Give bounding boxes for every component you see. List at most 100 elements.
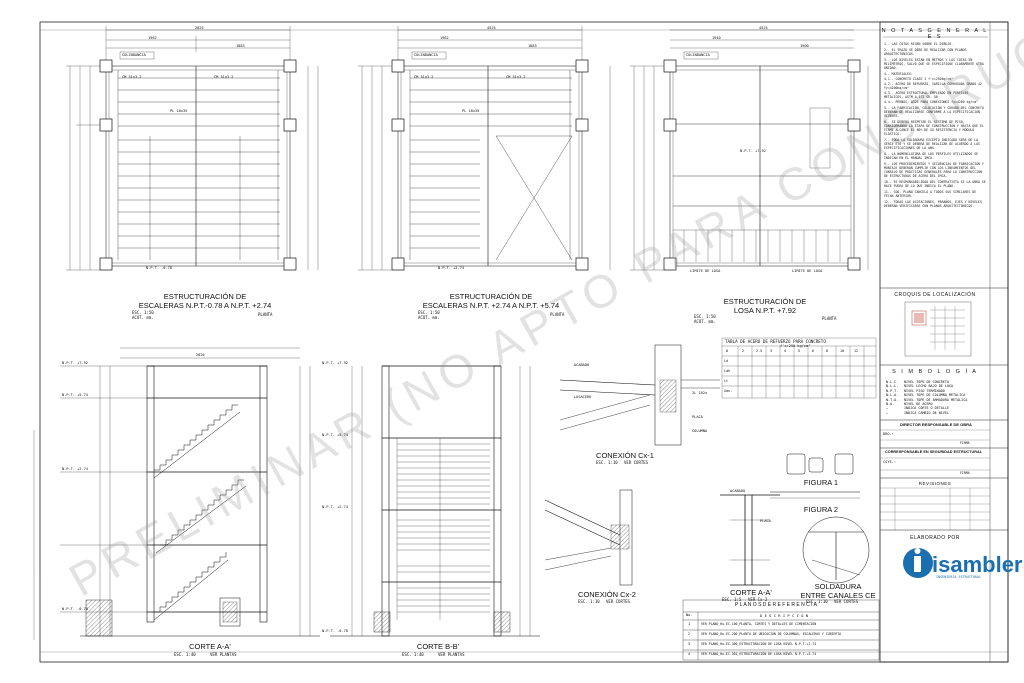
limite-losa-label: LIMITE DE LOSA	[792, 269, 823, 273]
plan-2-title: ESTRUCTURACIÓN DE ESCALERAS N.P.T. +2.74…	[406, 292, 576, 310]
detail-corte-aa	[720, 494, 780, 586]
plan-1-scale: ESC. 1:50	[132, 310, 154, 315]
note-item: 9.- LOS PROCEDIMIENTOS Y SECUENCIAS DE F…	[884, 162, 984, 178]
revisiones-title: REVISIONES	[918, 481, 952, 486]
simbologia-code: N.P.T.	[886, 388, 899, 393]
croquis-map	[904, 301, 972, 357]
simbologia-code: —	[886, 406, 889, 411]
simbologia-desc: NIVEL LECHO BAJO DE LOSA	[904, 384, 953, 389]
dim-label: 1883	[528, 44, 537, 48]
company-name: isambler	[932, 552, 1023, 577]
plan-1-title-line1: ESTRUCTURACIÓN DE	[163, 292, 247, 301]
detail-cx1-ref: VER CORTES	[624, 460, 649, 465]
detail-label: 2L 102x	[692, 391, 708, 395]
note-item: 2.- EL TRAZO SE DEBE DE REALIZAR CON PLA…	[884, 48, 967, 56]
simbologia-code: N.L.A.	[886, 393, 899, 398]
corresponsable-name: CSYE.:	[883, 460, 896, 464]
detail-soldadura	[802, 516, 870, 584]
simbologia-desc: NIVEL TOPE DE CONCRETO	[904, 380, 949, 384]
colindancia-label: COLINDANCIA	[122, 53, 146, 57]
title-block	[879, 21, 1009, 663]
simbologia-code: —	[886, 410, 889, 415]
note-item: 4.3.- ACERO ESTRUCTURAL EMPLEADO EN PERF…	[884, 91, 969, 99]
simbologia-item: N.T.A. NIVEL TOPE DE ARMADURA METÁLICA	[886, 398, 986, 402]
notes-list: 1.- LAS COTAS RIGEN SOBRE EL DIBUJO. 2.-…	[884, 42, 986, 210]
detail-corte-ref: VER Cx-2	[748, 597, 768, 602]
section-b	[330, 365, 540, 637]
reference-plans-grid	[682, 599, 880, 661]
note-item: 4.1.- CONCRETO CLASE I f'c=250kg/cm²	[884, 77, 954, 81]
detail-label: LOSACERO	[574, 395, 592, 399]
dim-label: 2825	[195, 26, 204, 30]
reference-plans-title: P L A N O S D E R E F E R E N C I A	[735, 602, 817, 608]
member-label: CM 51x3.2	[122, 75, 142, 79]
detail-cx1-title: CONEXIÓN Cx-1	[596, 451, 654, 460]
simbologia-item: — INDICA CAMBIO DE NIVEL	[886, 411, 986, 415]
detail-label: PLACA	[760, 519, 771, 523]
detail-cx2-title: CONEXIÓN Cx-2	[578, 590, 636, 599]
simbologia-code: N.L.C.	[886, 380, 899, 384]
member-label: PL 18x35	[462, 109, 480, 113]
detail-label: COLUMNA	[692, 429, 708, 433]
rebar-table-grid	[721, 337, 877, 399]
detail-cx2-ref: VER CORTES	[606, 599, 631, 604]
limite-losa-label: LIMITE DE LOSA	[690, 269, 721, 273]
detail-soldadura-title: SOLDADURA ENTRE CANALES CE	[798, 582, 878, 600]
colindancia-label: COLINDANCIA	[686, 53, 710, 57]
dim-label: 1883	[236, 44, 245, 48]
dim-label: 4525	[487, 26, 496, 30]
section-level: N.P.T. +7.92	[62, 361, 88, 365]
simbologia-desc: NIVEL TOPE DE ARMADURA METÁLICA	[904, 397, 968, 402]
plan-3-view: PLANTA	[822, 316, 837, 321]
simbologia-list: N.L.C.NIVEL TOPE DE CONCRETO N.L.L.NIVEL…	[886, 380, 986, 415]
notes-title: N O T A S G E N E R A L E S	[881, 28, 989, 40]
note-item: 11.- COD. PLANO CANCELA A TODOS SUS SIMI…	[884, 190, 977, 198]
note-item: 12.- TODAS LAS ACOTACIONES, PARAÑOS, EJE…	[884, 200, 982, 208]
rebar-table-header: 2	[742, 349, 745, 353]
level-label: N.P.T. -0.78	[146, 266, 172, 270]
croquis-title: CROQUIS DE LOCALIZACIÓN	[894, 292, 976, 298]
simbologia-item: —INDICA CORTE O DETALLE	[886, 406, 986, 410]
section-a-scale: ESC. 1:40	[174, 652, 196, 657]
rebar-table-header: 10	[840, 349, 845, 353]
plan-1-title-line2: ESCALERAS N.P.T.-0.78 A N.P.T. +2.74	[138, 301, 272, 310]
simbologia-desc: INDICA CAMBIO DE NIVEL	[904, 410, 949, 415]
detail-corte-scale: ESC. 1:5	[722, 597, 742, 602]
level-label: N.P.T. +7.92	[740, 149, 766, 153]
rebar-table-subtitle: f'c=250 kg/cm²	[780, 344, 811, 348]
plan-3-title-line1: ESTRUCTURACIÓN DE	[723, 297, 807, 306]
note-item: 10.- ES RESPONSABILIDAD DEL CONTRATISTA …	[884, 180, 986, 188]
reference-col-no: No.	[686, 613, 693, 617]
reference-row-no: 4	[688, 652, 691, 656]
section-dim: 2826	[196, 353, 205, 357]
section-a-title: CORTE A-A'	[189, 642, 231, 651]
reference-row-desc: VER PLANO_Hu-EC-301_ESTRUCTURACIÓN DE LO…	[701, 652, 817, 656]
note-item: 5.- LA FABRICACIÓN, COLOCACIÓN Y CURADO …	[884, 106, 984, 118]
simbologia-item: N.L.A.NIVEL TOPE DE COLUMNA METÁLICA	[886, 393, 986, 397]
corresponsable-firma: FIRMA	[960, 471, 970, 475]
section-b-ref: VER PLANTAS	[438, 652, 465, 657]
section-a	[60, 347, 320, 637]
simbologia-item: N.P.T.NIVEL PISO TERMINADO	[886, 389, 986, 393]
note-item: 3.- LOS NIVELES ESTÁN EN METROS Y LAS CO…	[884, 58, 984, 70]
plan-1-cotas: ACOT. mm.	[132, 315, 154, 320]
detail-cx1	[559, 344, 720, 446]
section-a-ref: VER PLANTAS	[210, 652, 237, 657]
reference-row-no: 2	[688, 632, 691, 636]
plan-1-view: PLANTA	[258, 312, 273, 317]
plan-3-cotas: ACOT. mm.	[694, 319, 716, 324]
detail-soldadura-title-line2: ENTRE CANALES CE	[800, 591, 876, 600]
simbologia-code: N.T.A.	[886, 397, 899, 402]
note-item: 4.- MATERIALES:	[884, 72, 913, 76]
section-level: N.P.T. +2.74	[322, 505, 348, 509]
simbologia-code: N.A.	[886, 402, 895, 407]
reference-row-desc: VER PLANO_Hu-EC-200_PLANTA DE UBICACIÓN …	[701, 632, 842, 636]
simbologia-item: N.L.C. NIVEL TOPE DE CONCRETO	[886, 380, 986, 384]
section-level: N.P.T. -0.78	[62, 607, 88, 611]
member-label: PL 18x35	[170, 109, 188, 113]
detail-soldadura-title-line1: SOLDADURA	[814, 582, 862, 591]
detail-label: ACABADO	[574, 363, 590, 367]
director-title: DIRECTOR RESPONSABLE DE OBRA	[900, 422, 972, 427]
